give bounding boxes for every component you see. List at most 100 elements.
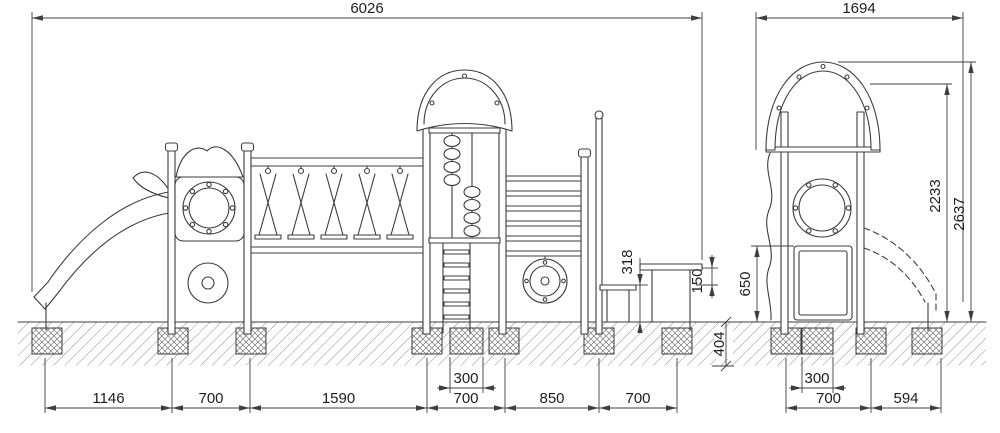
lower-porthole: [187, 262, 229, 304]
climb-rung: [505, 190, 582, 197]
hanger-hook: [297, 167, 305, 175]
dimension-arrow: [756, 15, 767, 21]
hanger-hook: [330, 167, 338, 175]
foundation-block: [855, 327, 887, 355]
hanger-hook: [396, 167, 404, 175]
dimension-arrow: [416, 405, 427, 411]
dimension-arrow: [494, 405, 505, 411]
bolt: [222, 188, 229, 195]
left-tower: [164, 142, 255, 335]
bolt: [429, 100, 435, 106]
generated-details: [182, 63, 870, 320]
dimension-arrow: [952, 15, 963, 21]
bolt: [542, 260, 548, 265]
abacus-bead: [443, 134, 461, 148]
dimension-label: 150: [689, 268, 706, 293]
dimension-arrow: [968, 62, 974, 73]
center-tower: [416, 69, 513, 335]
bolt: [461, 73, 468, 79]
abacus-bead: [463, 198, 481, 212]
climb-rung: [505, 235, 582, 242]
post: [498, 111, 507, 335]
lower-rail: [250, 246, 425, 254]
bolt: [845, 205, 852, 211]
crossbar: [765, 146, 881, 153]
climb-rung: [505, 220, 582, 227]
climbing-bay: [522, 148, 592, 335]
post-cap: [577, 148, 592, 158]
dimension-line: [720, 316, 732, 328]
dimension-label: 700: [453, 390, 478, 407]
dimension-label: 1146: [92, 390, 124, 407]
dimension-arrow: [239, 405, 250, 411]
dimension-label: 700: [198, 390, 223, 407]
dimension-label: 700: [625, 390, 650, 407]
dimension-label: 1694: [842, 0, 875, 17]
abacus-bead: [443, 147, 461, 161]
dimension-label: 300: [804, 370, 829, 387]
abacus-bead: [463, 185, 481, 199]
bolt: [796, 74, 802, 80]
dimension-arrow: [32, 15, 43, 21]
abacus-bead: [463, 224, 481, 238]
dimension-label: 6026: [350, 0, 383, 17]
bolt: [189, 221, 196, 228]
crossbar: [428, 127, 501, 134]
slide-side-panel: [132, 171, 170, 199]
bolt: [206, 228, 212, 235]
dimension-arrow: [250, 405, 261, 411]
dimension-arrow: [754, 311, 760, 322]
bolt: [222, 221, 229, 228]
crossbar: [428, 237, 501, 244]
vertical-pole: [594, 110, 604, 335]
bolt: [182, 205, 189, 211]
wheel: [522, 258, 568, 304]
dimension-arrow: [944, 311, 950, 322]
dimension-arrow: [666, 405, 677, 411]
bolt: [792, 205, 799, 211]
dimension-arrow: [172, 405, 183, 411]
dimension-arrow: [505, 405, 516, 411]
post: [243, 149, 252, 335]
climb-rung: [505, 175, 582, 182]
bolt: [864, 105, 870, 111]
bench-seat: [599, 284, 637, 291]
dimension-label: 2637: [951, 197, 968, 230]
ladder-rung: [443, 275, 470, 281]
dimension-label: 300: [453, 370, 478, 387]
table: [639, 263, 703, 331]
slide: [33, 171, 170, 331]
side-elevation: [765, 61, 937, 335]
panel: [793, 245, 853, 321]
bolt: [805, 228, 812, 234]
dimension-label: 650: [737, 271, 754, 296]
bolt: [776, 105, 782, 111]
dimension-arrow: [930, 405, 941, 411]
bolt: [820, 63, 826, 70]
label-background: [714, 329, 733, 359]
dimension-arrow: [968, 311, 974, 322]
top-rail: [250, 157, 425, 167]
dimension-arrow: [637, 322, 643, 333]
ladder-rung: [443, 249, 470, 255]
slide-hidden-edge: [863, 247, 926, 303]
dimension-arrow: [944, 84, 950, 95]
hanger-hook: [264, 167, 272, 175]
abacus-bead: [443, 173, 461, 187]
slide-hidden-edge: [863, 227, 937, 312]
dimension-arrow: [161, 405, 172, 411]
bench: [599, 284, 637, 323]
dimension-label: 318: [619, 249, 636, 274]
dimension-label: 700: [816, 390, 841, 407]
ladder-rung: [443, 288, 470, 294]
hanger-seat: [254, 234, 282, 240]
bolt: [844, 74, 850, 80]
post: [580, 155, 589, 335]
dimension-arrow: [427, 405, 438, 411]
foundation-block: [911, 327, 943, 355]
main-elevation: [33, 69, 703, 335]
porthole: [792, 178, 852, 238]
